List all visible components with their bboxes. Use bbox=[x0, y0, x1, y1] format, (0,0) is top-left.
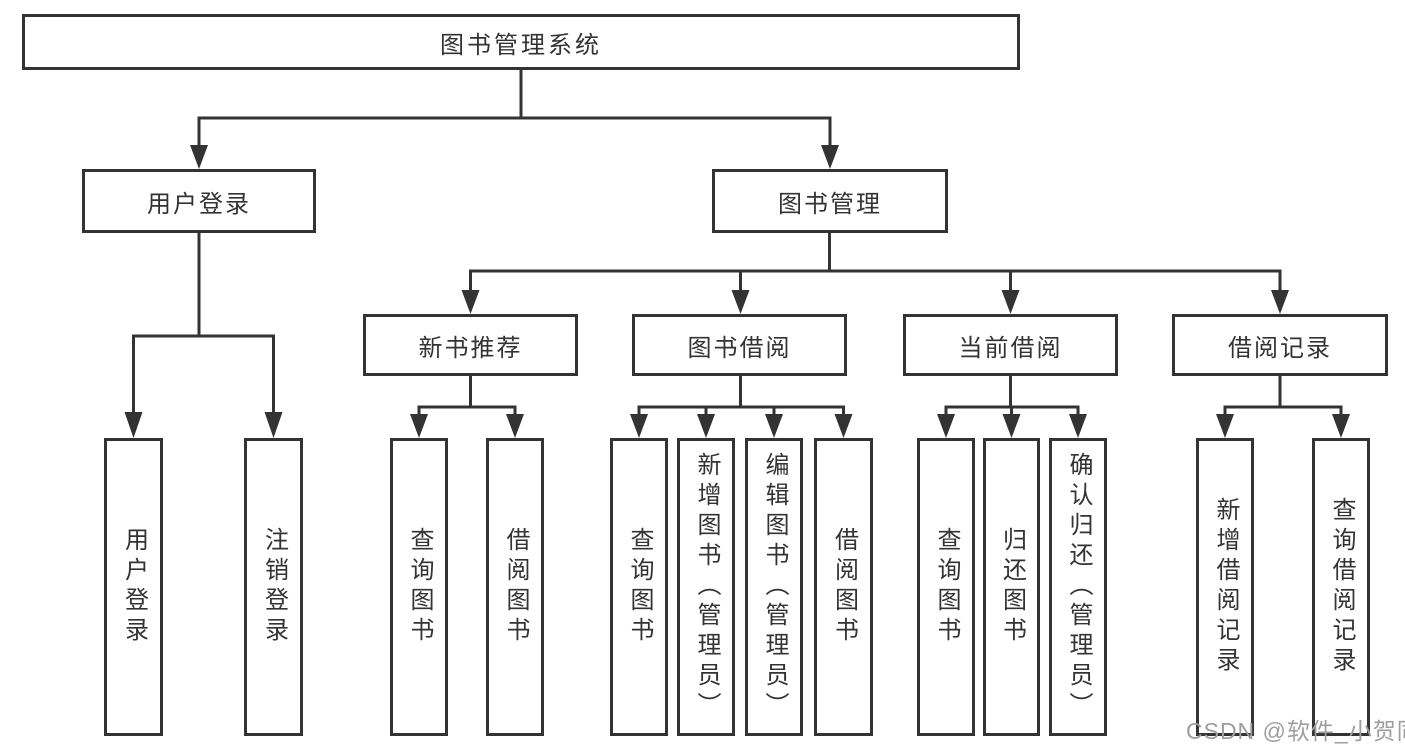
csdn-watermark: CSDN @软件_小贺同学 bbox=[1186, 718, 1405, 744]
node-new-book-recommend: 新书推荐 bbox=[363, 314, 578, 376]
leaf-borrow-query-book: 查询图书 bbox=[610, 438, 668, 736]
leaf-borrow-edit-book-admin: 编辑图书（管理员） bbox=[745, 438, 803, 736]
leaf-record-query-record: 查询借阅记录 bbox=[1312, 438, 1370, 736]
leaf-newbook-query-book: 查询图书 bbox=[390, 438, 448, 736]
leaf-current-confirm-return-admin: 确认归还（管理员） bbox=[1049, 438, 1107, 736]
node-book-manage: 图书管理 bbox=[712, 169, 948, 233]
leaf-newbook-borrow-book: 借阅图书 bbox=[486, 438, 544, 736]
node-root-system: 图书管理系统 bbox=[22, 14, 1020, 70]
node-user-login: 用户登录 bbox=[82, 169, 316, 233]
leaf-record-add-record: 新增借阅记录 bbox=[1196, 438, 1254, 736]
node-book-borrow: 图书借阅 bbox=[632, 314, 847, 376]
leaf-user-login: 用户登录 bbox=[104, 438, 163, 736]
leaf-logout: 注销登录 bbox=[244, 438, 303, 736]
leaf-borrow-borrow-book: 借阅图书 bbox=[814, 438, 873, 736]
leaf-current-return-book: 归还图书 bbox=[983, 438, 1040, 736]
leaf-borrow-add-book-admin: 新增图书（管理员） bbox=[677, 438, 735, 736]
node-current-borrow: 当前借阅 bbox=[903, 314, 1118, 376]
node-borrow-record: 借阅记录 bbox=[1172, 314, 1388, 376]
leaf-current-query-book: 查询图书 bbox=[917, 438, 975, 736]
